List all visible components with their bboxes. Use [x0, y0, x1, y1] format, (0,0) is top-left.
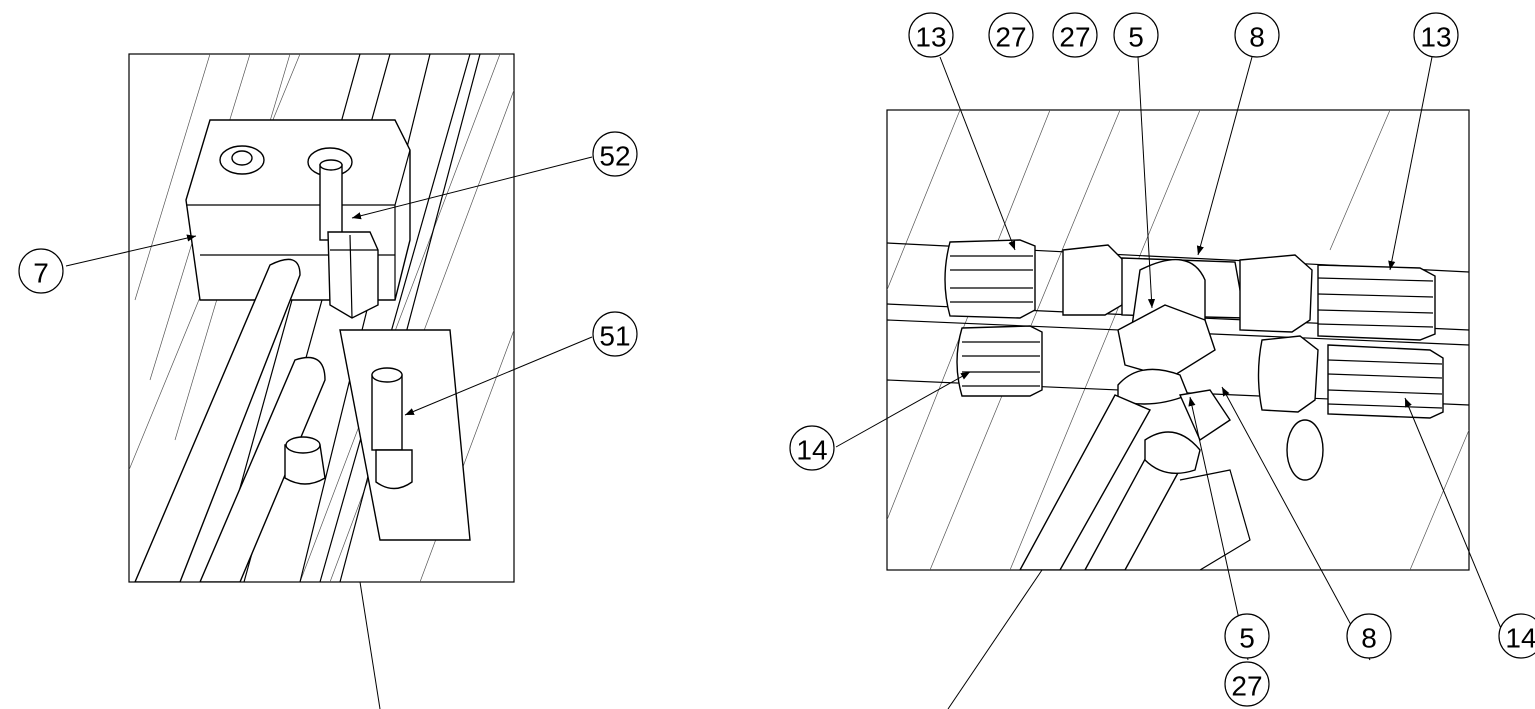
balloon-label: 27: [995, 22, 1026, 53]
balloon-5-top: 5: [1113, 12, 1159, 58]
balloon-27-c: 27: [1224, 661, 1270, 707]
leader-7: [65, 234, 197, 267]
leader-14-left: [835, 371, 971, 448]
balloon-7: 7: [18, 248, 64, 294]
balloon-27-a: 27: [988, 12, 1034, 58]
balloon-label: 7: [33, 258, 49, 289]
balloon-label: 51: [599, 321, 630, 352]
leader-8-top: [1196, 56, 1253, 256]
balloon-label: 8: [1361, 623, 1377, 654]
detail-view-left: [128, 53, 515, 583]
leader-14-right: [1404, 397, 1513, 656]
balloon-label: 14: [796, 435, 827, 466]
balloon-52: 52: [592, 131, 638, 177]
leader-13-left: [939, 56, 1016, 251]
detail-geometry-right: [887, 110, 1469, 570]
detail-frame-right: [886, 109, 1470, 571]
balloon-13-right: 13: [1413, 12, 1459, 58]
detail-view-right: [886, 109, 1470, 571]
balloon-51: 51: [592, 311, 638, 357]
balloon-label: 8: [1249, 22, 1265, 53]
leader-51: [404, 336, 593, 416]
detail-geometry-left: [129, 54, 514, 582]
balloon-label: 5: [1128, 22, 1144, 53]
balloon-8-top: 8: [1234, 12, 1280, 58]
leader-52: [351, 156, 593, 220]
leader-8-bottom: [1221, 386, 1371, 661]
leader-lines: [65, 56, 1513, 709]
balloon-label: 14: [1505, 623, 1535, 654]
balloon-label: 5: [1239, 623, 1255, 654]
balloon-14-right: 14: [1498, 613, 1535, 659]
balloon-label: 52: [599, 141, 630, 172]
balloon-label: 13: [1420, 22, 1451, 53]
detail-frame-left: [128, 53, 515, 583]
balloon-label: 13: [915, 22, 946, 53]
leader-13-right: [1388, 56, 1433, 271]
balloon-5-bottom: 5: [1224, 613, 1270, 659]
balloon-13-left: 13: [908, 12, 954, 58]
balloon-27-b: 27: [1052, 12, 1098, 58]
balloon-label: 27: [1059, 22, 1090, 53]
balloon-14-left: 14: [789, 425, 835, 471]
balloon-8-bottom: 8: [1346, 613, 1392, 659]
balloon-label: 27: [1231, 671, 1262, 702]
leader-5-top: [1137, 56, 1156, 309]
